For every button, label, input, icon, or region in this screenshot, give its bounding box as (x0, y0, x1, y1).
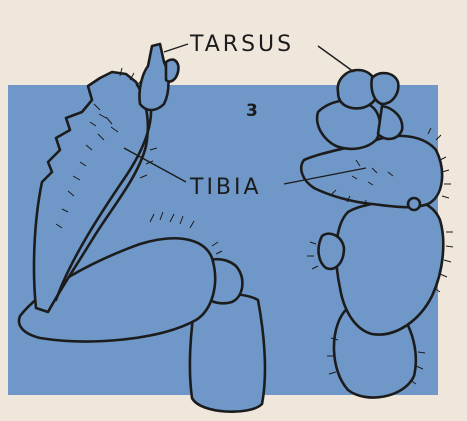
left-tarsus-claw (166, 60, 178, 82)
plate-number: 3 (246, 103, 258, 120)
left-tarsus (139, 44, 168, 110)
tarsus-pointer-left (164, 44, 188, 52)
tarsus-pointer-right (318, 46, 354, 72)
tarsus-label: TARSUS (190, 34, 294, 56)
tibia-label: TIBIA (190, 177, 262, 199)
right-joint-knob (408, 198, 420, 210)
right-tarsus-claws (371, 73, 398, 104)
right-side-lobe (319, 234, 344, 269)
